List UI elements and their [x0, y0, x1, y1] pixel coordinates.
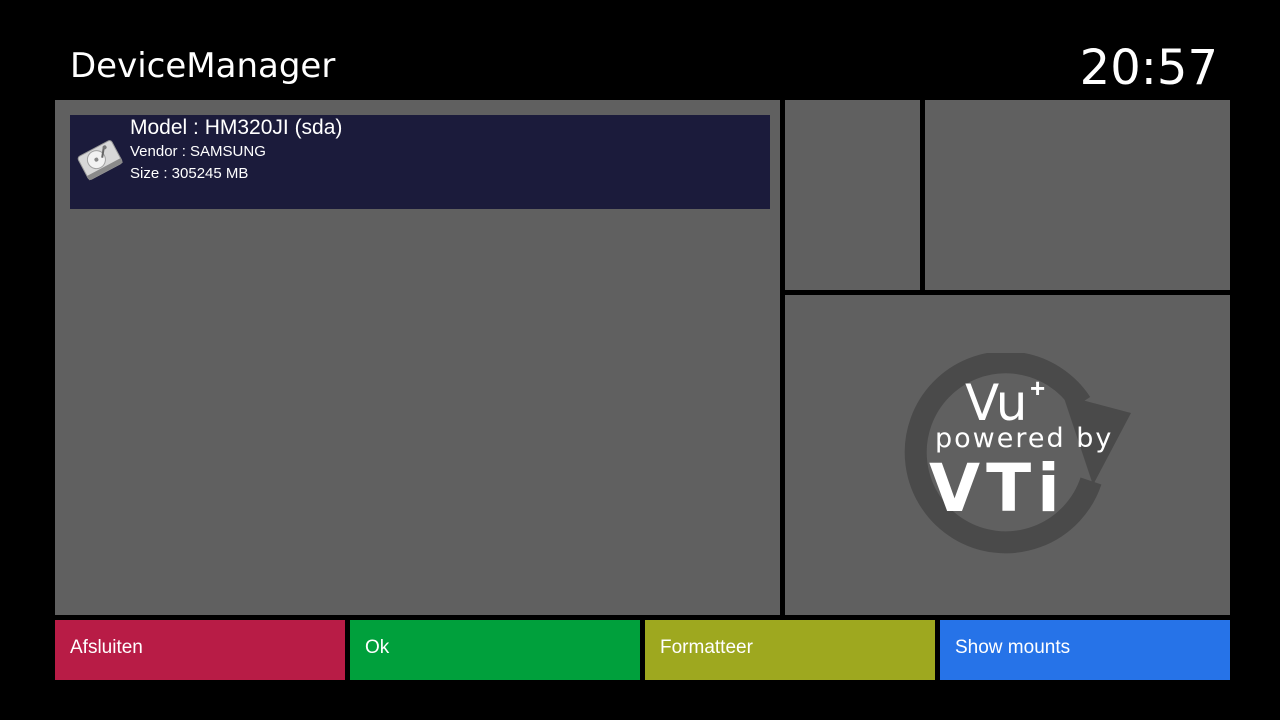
- logo-plus-text: +: [1030, 373, 1046, 403]
- clock: 20:57: [1079, 40, 1218, 96]
- device-list-panel: Model : HM320JI (sda) Vendor : SAMSUNG S…: [55, 100, 780, 615]
- show-mounts-button[interactable]: Show mounts: [940, 620, 1230, 680]
- logo-vu-text: Vu: [965, 374, 1028, 432]
- ok-button[interactable]: Ok: [350, 620, 640, 680]
- logo-vti-text: VTi: [929, 450, 1066, 527]
- format-button[interactable]: Formatteer: [645, 620, 935, 680]
- logo-panel: Vu + powered by VTi: [785, 295, 1230, 615]
- list-item[interactable]: Model : HM320JI (sda) Vendor : SAMSUNG S…: [70, 115, 770, 209]
- exit-button[interactable]: Afsluiten: [55, 620, 345, 680]
- info-panel-wide: [925, 100, 1230, 290]
- hard-drive-icon: [77, 140, 123, 181]
- device-info: Model : HM320JI (sda) Vendor : SAMSUNG S…: [130, 115, 342, 185]
- device-size: Size : 305245 MB: [130, 165, 249, 182]
- device-model: Model : HM320JI (sda): [130, 116, 343, 139]
- device-vendor: Vendor : SAMSUNG: [130, 143, 266, 160]
- vti-logo: Vu + powered by VTi: [903, 353, 1133, 563]
- page-title: DeviceManager: [70, 46, 336, 86]
- logo-powered-by-text: powered by: [935, 423, 1114, 454]
- info-panel-small: [785, 100, 920, 290]
- circular-arrow-icon: [904, 353, 1131, 554]
